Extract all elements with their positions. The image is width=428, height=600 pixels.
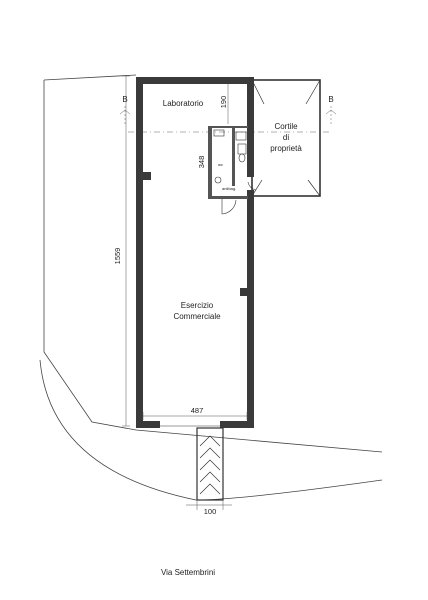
bathroom-fixtures xyxy=(213,129,247,184)
pillar-right xyxy=(240,288,247,296)
label-laboratorio: Laboratorio xyxy=(163,99,204,108)
dimension-entrance: 100 xyxy=(204,507,217,516)
pillar-left xyxy=(143,172,151,180)
label-wc: wc xyxy=(218,162,223,167)
label-antibagno: antibag. xyxy=(222,186,236,191)
label-cortile-2: di xyxy=(283,133,289,142)
label-cortile-3: proprietà xyxy=(270,144,302,153)
dimension-wc: 348 xyxy=(197,156,206,169)
section-marker-right: B xyxy=(328,95,333,104)
building-walls xyxy=(136,77,254,428)
street-name: Via Settembrini xyxy=(161,568,215,577)
property-boundary xyxy=(43,80,383,453)
dimension-height: 1559 xyxy=(113,248,122,265)
label-cortile-1: Cortile xyxy=(274,122,298,131)
door-swing xyxy=(221,199,237,215)
label-esercizio-2: Commerciale xyxy=(173,312,221,321)
dimension-lab-depth: 190 xyxy=(219,96,228,109)
section-marker-left: B xyxy=(122,95,127,104)
dimension-width: 487 xyxy=(191,406,204,415)
boundary-top xyxy=(43,74,137,81)
entrance-walkway xyxy=(196,427,224,501)
label-esercizio-1: Esercizio xyxy=(181,301,214,310)
street-curve xyxy=(39,359,383,501)
